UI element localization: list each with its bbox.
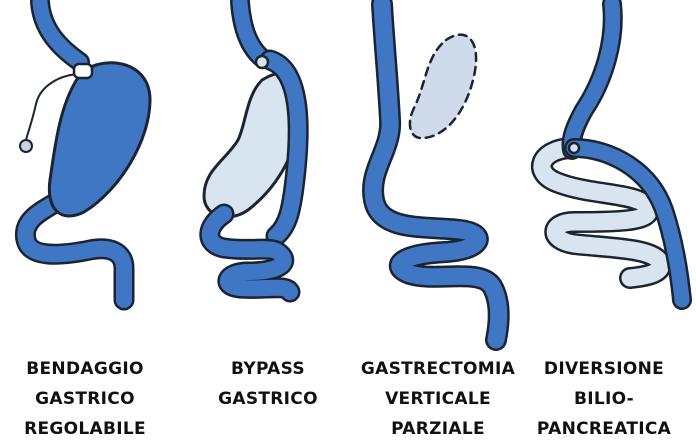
esophagus-fill: [232, 0, 270, 66]
pouch: [254, 54, 270, 70]
anastomosis-dot: [567, 141, 581, 155]
sleeve-stomach-fill: [364, 0, 508, 349]
gastric-band-icon: [15, 0, 152, 311]
caption-line: VERTICALE: [385, 389, 491, 409]
band-port: [19, 139, 33, 153]
caption-line: BENDAGGIO: [26, 359, 144, 379]
caption-diversione: DIVERSIONE BILIO- PANCREATICA: [516, 354, 692, 444]
band-ring: [72, 62, 94, 80]
caption-bypass: BYPASS GASTRICO: [180, 354, 356, 414]
band-tube: [25, 73, 83, 141]
small-bowel-fill: [201, 206, 298, 300]
caption-line: BILIO-: [573, 389, 635, 409]
caption-gastrectomia: GASTRECTOMIA VERTICALE PARZIALE: [350, 354, 526, 444]
alimentary-limb-fill: [566, 140, 690, 308]
gastric-bypass-icon: [199, 0, 309, 303]
esophagus-fill: [32, 0, 88, 70]
caption-line: BYPASS: [231, 359, 305, 379]
pale-limb-fill: [533, 139, 670, 287]
roux-limb-fill: [262, 52, 307, 244]
duodenum-fill: [17, 192, 132, 308]
caption-line: GASTRECTOMIA: [360, 359, 516, 379]
caption-line: PARZIALE: [391, 419, 485, 439]
caption-line: GASTRICO: [35, 389, 135, 409]
caption-line: PANCREATICA: [536, 419, 672, 439]
caption-line: REGOLABILE: [24, 419, 146, 439]
sleeve-gastrectomy-icon: [362, 0, 510, 351]
caption-line: DIVERSIONE: [543, 359, 665, 379]
biliopancreatic-diversion-icon: [531, 0, 692, 310]
removed-stomach: [408, 33, 478, 140]
caption-line: GASTRICO: [218, 389, 318, 409]
stomach-body: [47, 61, 152, 218]
caption-bendaggio: BENDAGGIO GASTRICO REGOLABILE: [0, 354, 173, 444]
